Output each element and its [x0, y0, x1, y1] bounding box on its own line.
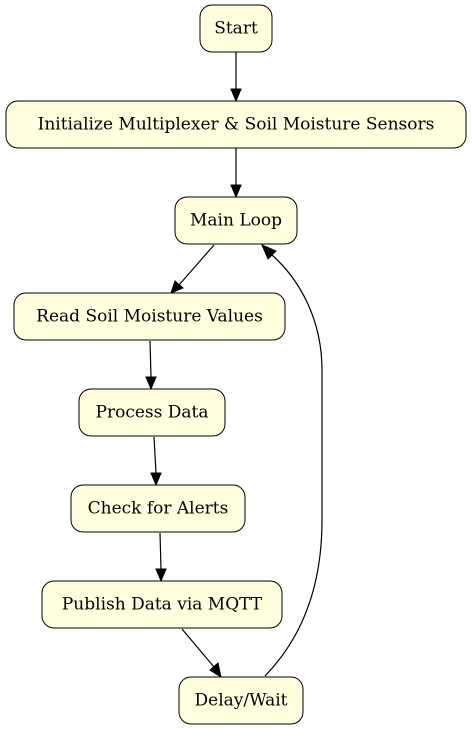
- node-process: Process Data: [78, 388, 226, 437]
- edge-delay-to-loop: [261, 244, 323, 677]
- node-publish: Publish Data via MQTT: [41, 580, 283, 629]
- node-alerts-label: Check for Alerts: [88, 499, 229, 519]
- node-init-label: Initialize Multiplexer & Soil Moisture S…: [38, 115, 435, 135]
- node-process-label: Process Data: [96, 403, 209, 423]
- edge-init-to-loop: [230, 148, 242, 199]
- edge-start-to-init: [230, 52, 242, 103]
- node-init: Initialize Multiplexer & Soil Moisture S…: [5, 100, 467, 149]
- edge-publish-to-delay: [181, 628, 222, 679]
- node-alerts: Check for Alerts: [70, 484, 246, 533]
- edge-alerts-to-publish: [155, 532, 167, 583]
- node-read: Read Soil Moisture Values: [13, 292, 286, 341]
- edge-read-to-process: [145, 340, 157, 391]
- edge-process-to-alerts: [150, 436, 162, 487]
- node-main-loop: Main Loop: [174, 196, 298, 245]
- node-delay: Delay/Wait: [178, 676, 304, 725]
- node-start: Start: [199, 4, 273, 53]
- node-main-loop-label: Main Loop: [190, 211, 282, 231]
- node-start-label: Start: [214, 19, 258, 39]
- node-read-label: Read Soil Moisture Values: [36, 307, 263, 327]
- node-publish-label: Publish Data via MQTT: [62, 595, 263, 615]
- node-delay-label: Delay/Wait: [195, 691, 288, 711]
- edge-loop-to-read: [170, 244, 215, 294]
